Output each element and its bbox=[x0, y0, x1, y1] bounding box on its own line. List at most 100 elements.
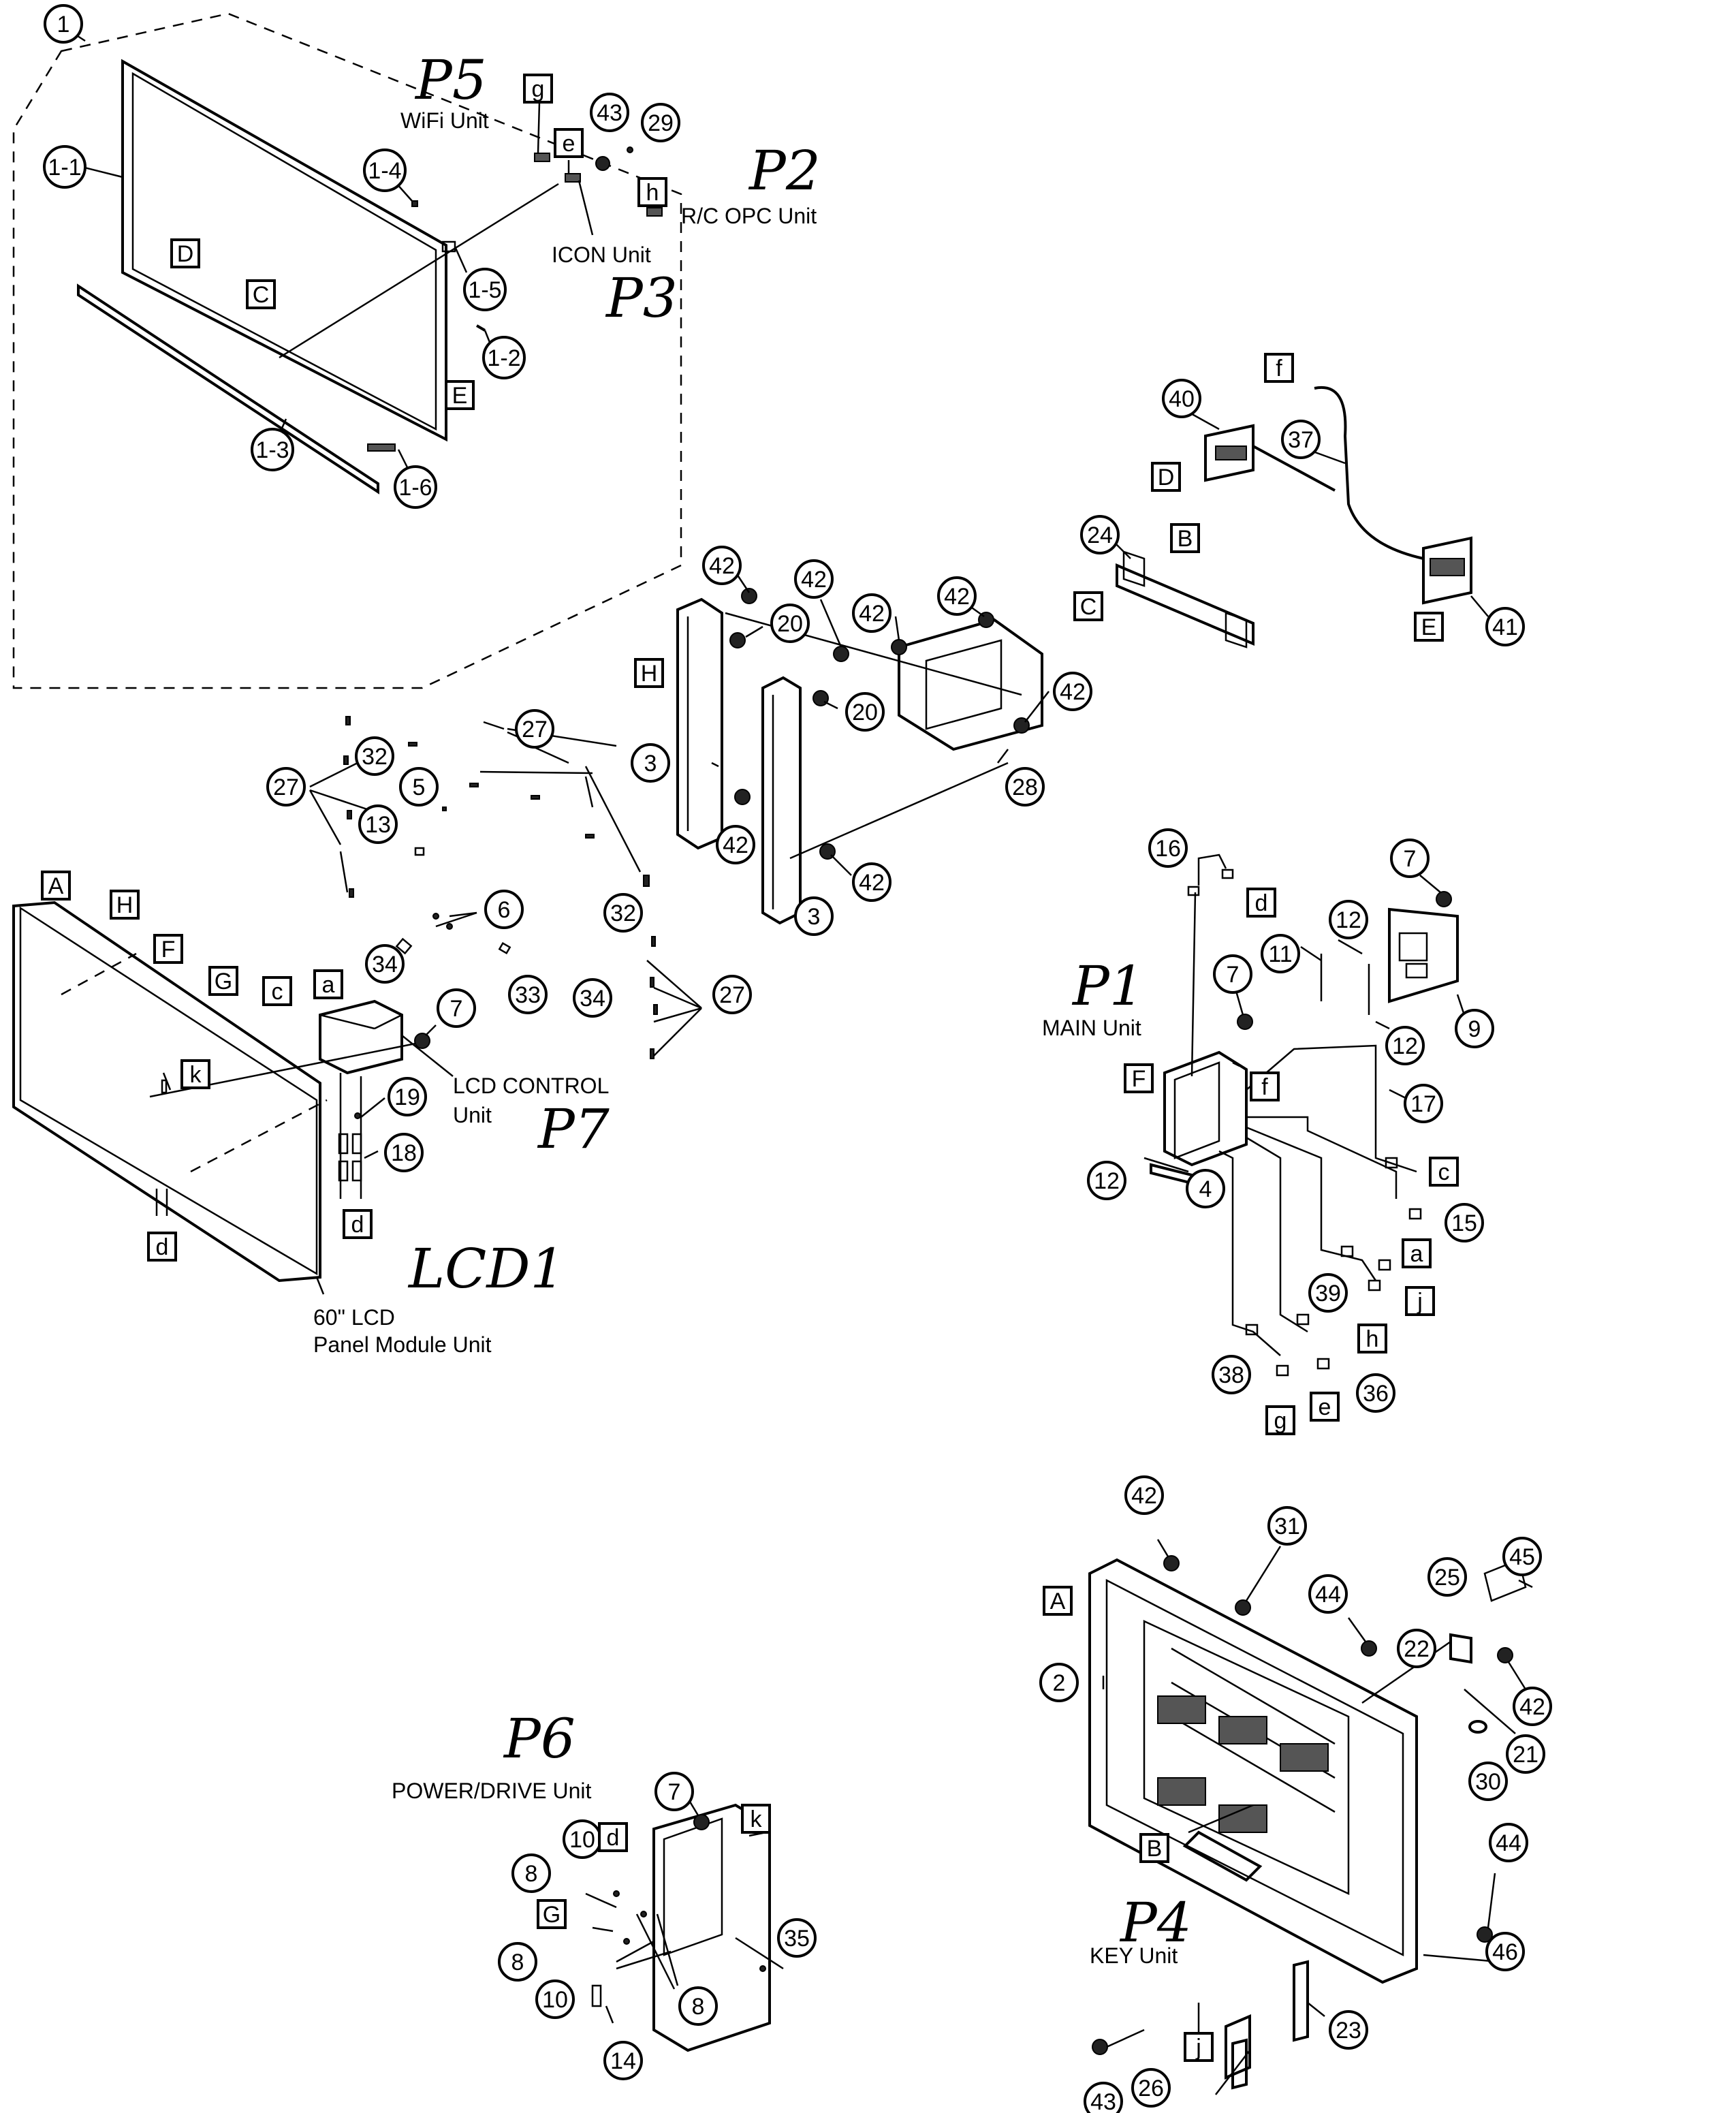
connector-box bbox=[1043, 1586, 1073, 1616]
callout-circle bbox=[603, 893, 643, 933]
callout-circle bbox=[1261, 934, 1300, 973]
callout-circle bbox=[1513, 1687, 1552, 1726]
callout-number: 36 bbox=[1363, 1381, 1389, 1407]
callout-27: 27 bbox=[712, 975, 752, 1014]
connector-letter: G bbox=[215, 969, 232, 995]
callout-1-5: 1-5 bbox=[463, 268, 507, 311]
callout-29: 29 bbox=[641, 103, 680, 142]
callout-43: 43 bbox=[590, 93, 629, 132]
callout-circle bbox=[1186, 1169, 1225, 1208]
connector-box bbox=[1310, 1392, 1340, 1422]
connector-box bbox=[1151, 462, 1181, 492]
callout-number: 45 bbox=[1509, 1544, 1535, 1570]
callout-number: 20 bbox=[777, 611, 803, 637]
callout-number: 8 bbox=[692, 1994, 705, 2020]
connector-box bbox=[741, 1804, 771, 1834]
callout-circle bbox=[1485, 607, 1525, 646]
connector-B: B bbox=[1170, 523, 1200, 553]
callout-number: 23 bbox=[1336, 2018, 1361, 2044]
connector-box bbox=[1170, 523, 1200, 553]
callout-17: 17 bbox=[1404, 1084, 1443, 1123]
connector-G: G bbox=[537, 1899, 567, 1929]
connector-g: g bbox=[1265, 1405, 1295, 1435]
callout-circle bbox=[535, 1979, 575, 2019]
callout-18: 18 bbox=[384, 1133, 424, 1172]
callout-circle bbox=[1329, 2010, 1368, 2050]
connector-letter: k bbox=[190, 1062, 202, 1088]
connector-c: c bbox=[1429, 1157, 1459, 1187]
callout-42: 42 bbox=[852, 593, 891, 633]
callout-number: 27 bbox=[273, 774, 299, 800]
callout-circle bbox=[678, 1986, 718, 2026]
callout-35: 35 bbox=[777, 1918, 817, 1958]
callout-1-3: 1-3 bbox=[251, 428, 294, 471]
callout-number: 12 bbox=[1336, 907, 1361, 933]
callout-number: 42 bbox=[944, 584, 970, 610]
callout-1-1: 1-1 bbox=[43, 145, 86, 189]
connector-E: E bbox=[445, 380, 475, 410]
callout-number: 1-1 bbox=[48, 155, 81, 181]
callout-circle bbox=[266, 767, 306, 807]
connector-letter: E bbox=[452, 383, 468, 409]
rear-cover-assembly bbox=[1088, 1539, 1533, 1984]
connector-box bbox=[1073, 591, 1103, 621]
callout-circle bbox=[702, 546, 742, 585]
connector-letter: F bbox=[1132, 1066, 1146, 1092]
callout-circle bbox=[631, 743, 670, 783]
callout-number: 32 bbox=[610, 901, 636, 926]
callout-number: 25 bbox=[1434, 1565, 1460, 1591]
callout-circle bbox=[508, 975, 548, 1014]
connector-letter: G bbox=[543, 1902, 561, 1928]
callout-circle bbox=[1489, 1823, 1528, 1862]
callout-number: 42 bbox=[859, 601, 885, 627]
connector-box bbox=[1124, 1063, 1154, 1093]
callout-38: 38 bbox=[1212, 1355, 1251, 1394]
label-p5: P5 bbox=[414, 48, 487, 112]
connector-box bbox=[1264, 353, 1294, 383]
connector-F: F bbox=[1124, 1063, 1154, 1093]
callout-23: 23 bbox=[1329, 2010, 1368, 2050]
callout-5: 5 bbox=[399, 767, 439, 807]
callout-number: 4 bbox=[1199, 1176, 1212, 1202]
connector-letter: e bbox=[563, 131, 575, 157]
unit-labels: P5 WiFi Unit P2 R/C OPC Unit ICON Unit P… bbox=[313, 48, 1192, 1968]
callout-number: 13 bbox=[365, 812, 391, 838]
icon-wifi-rc-parts bbox=[534, 101, 663, 236]
connector-letter: d bbox=[1255, 890, 1268, 916]
callout-number: 21 bbox=[1513, 1742, 1538, 1768]
callout-number: 14 bbox=[610, 2048, 636, 2074]
callout-number: 22 bbox=[1404, 1636, 1430, 1662]
callout-number: 29 bbox=[648, 110, 674, 136]
callout-2: 2 bbox=[1039, 1663, 1079, 1702]
connector-letter: e bbox=[1319, 1394, 1331, 1420]
callout-9: 9 bbox=[1455, 1009, 1494, 1048]
callout-circle bbox=[712, 975, 752, 1014]
label-power-drive-unit: POWER/DRIVE Unit bbox=[392, 1779, 591, 1803]
connector-D: D bbox=[1151, 462, 1181, 492]
connector-box bbox=[208, 966, 238, 996]
connector-letter: d bbox=[607, 1825, 620, 1851]
callout-24: 24 bbox=[1080, 515, 1120, 554]
callout-11: 11 bbox=[1261, 934, 1300, 973]
callout-42: 42 bbox=[937, 576, 977, 616]
connector-E: E bbox=[1414, 612, 1444, 642]
callout-20: 20 bbox=[845, 692, 885, 732]
connector-box bbox=[180, 1059, 210, 1089]
callout-16: 16 bbox=[1148, 828, 1188, 868]
callout-number: 5 bbox=[413, 774, 426, 800]
callout-number: 42 bbox=[723, 832, 748, 858]
connector-H: H bbox=[110, 890, 140, 920]
callout-number: 3 bbox=[644, 751, 657, 777]
callout-circle bbox=[498, 1942, 537, 1982]
callout-circle bbox=[394, 465, 437, 509]
callout-number: 2 bbox=[1053, 1670, 1066, 1696]
callout-33: 33 bbox=[508, 975, 548, 1014]
label-icon-unit: ICON Unit bbox=[552, 242, 651, 267]
callout-circle bbox=[1005, 767, 1045, 807]
connector-box bbox=[1429, 1157, 1459, 1187]
callout-circle bbox=[937, 576, 977, 616]
callout-circle bbox=[1124, 1475, 1164, 1515]
label-lcd-size: 60" LCD bbox=[313, 1305, 395, 1330]
connector-a: a bbox=[313, 969, 343, 999]
